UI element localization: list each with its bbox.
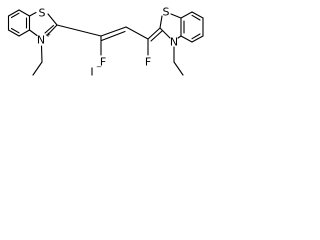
left-nitrogen-atom: N: [37, 34, 45, 47]
chemical-structure-diagram: S N + S N F F I −: [7, 6, 204, 79]
left-sulfur-atom: S: [39, 7, 46, 20]
middle-fluorine-atom: F: [100, 56, 106, 69]
right-fluorine-atom: F: [145, 56, 151, 69]
right-nitrogen-atom: N: [170, 36, 178, 49]
left-nitrogen-positive-charge: +: [45, 31, 51, 39]
iodide-counterion: I: [90, 66, 93, 79]
iodide-negative-charge: −: [96, 63, 102, 71]
right-benzothiazoline-ring: [159, 11, 204, 76]
left-benzothiazolium-ring: [7, 9, 58, 76]
fluorinated-methine-chain: [56, 24, 163, 56]
right-sulfur-atom: S: [163, 6, 170, 19]
